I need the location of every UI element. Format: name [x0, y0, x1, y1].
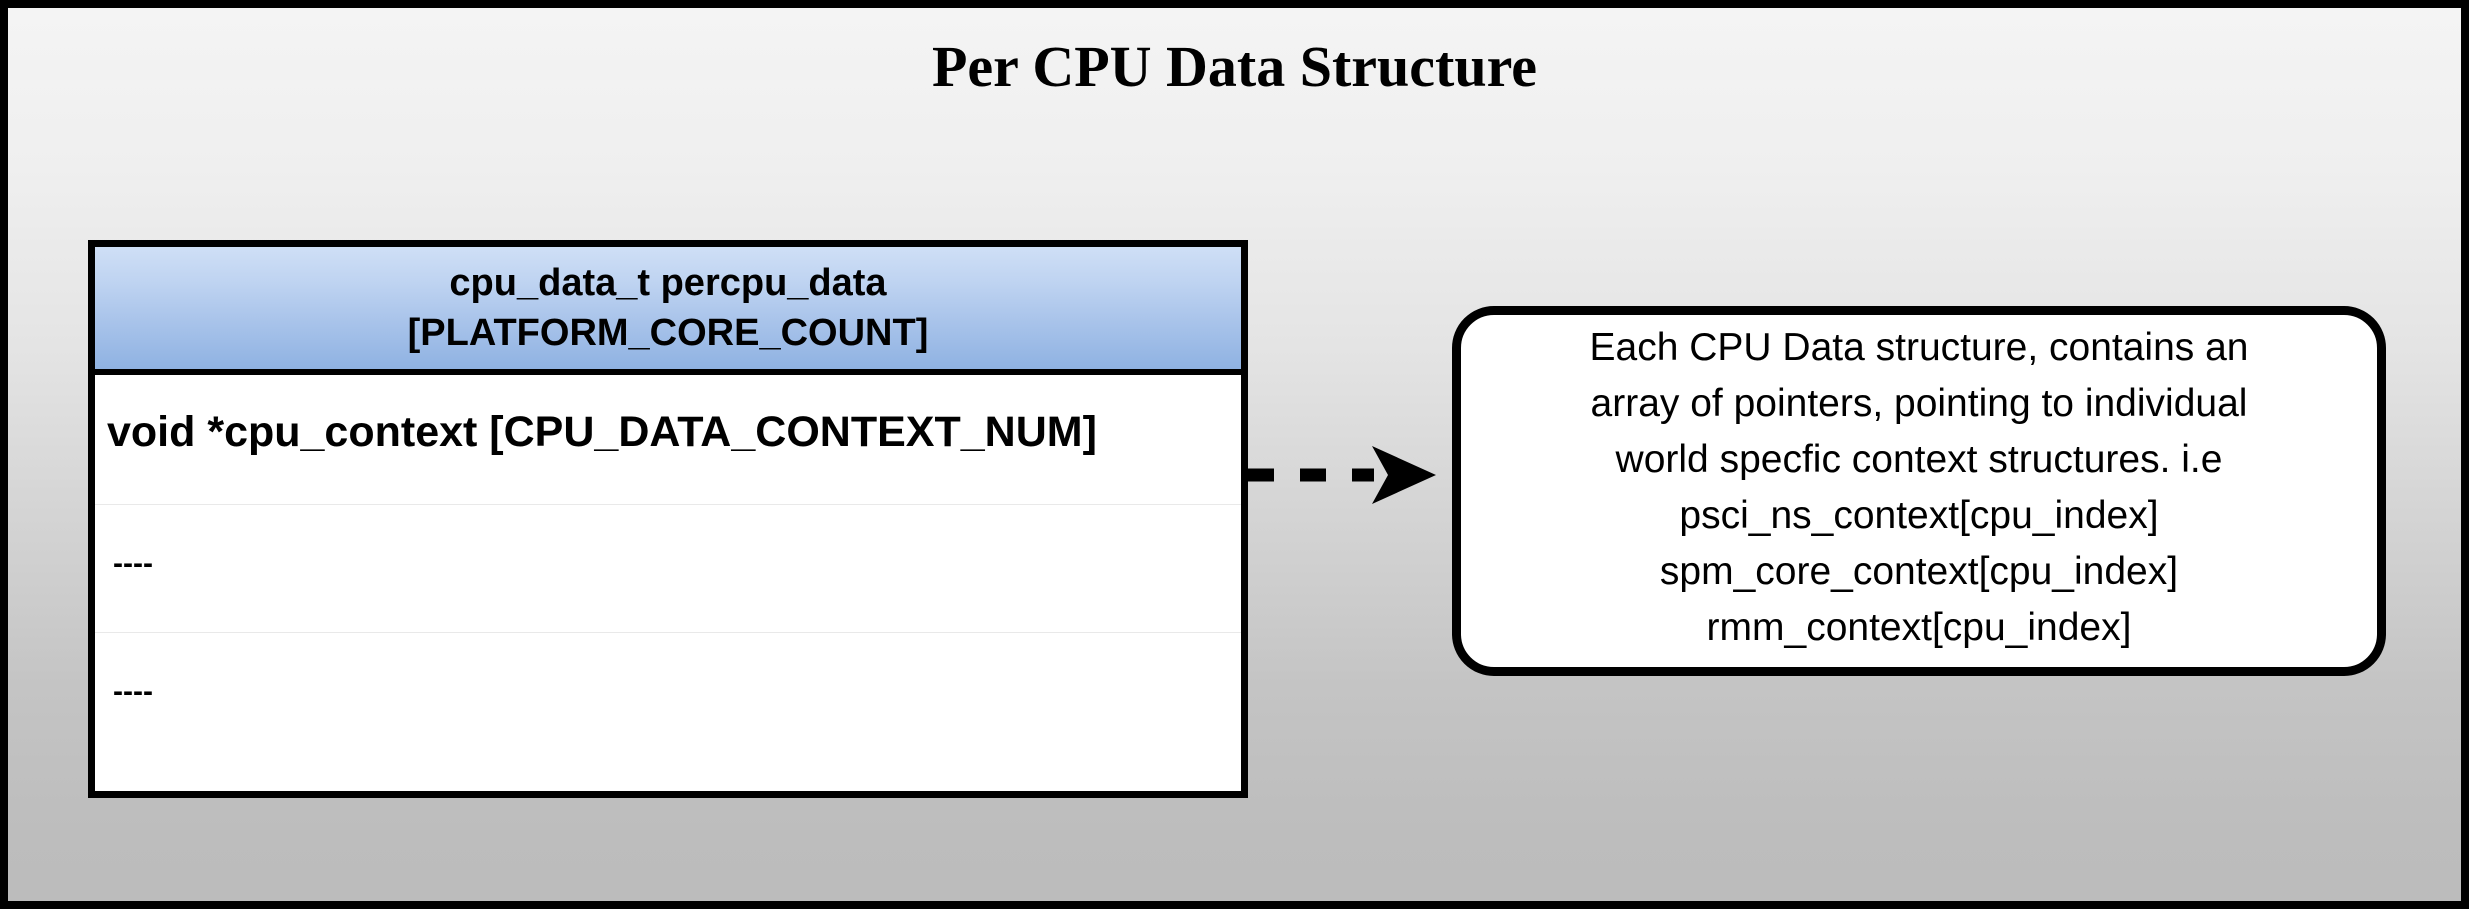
struct-table-header: cpu_data_t percpu_data [PLATFORM_CORE_CO…: [95, 247, 1241, 375]
note-text: Each CPU Data structure, contains an arr…: [1589, 326, 2249, 649]
table-row: void *cpu_context [CPU_DATA_CONTEXT_NUM]: [95, 375, 1241, 505]
note-callout: Each CPU Data structure, contains an arr…: [1452, 306, 2386, 676]
dashed-arrow-icon: [1248, 446, 1436, 504]
struct-table: cpu_data_t percpu_data [PLATFORM_CORE_CO…: [88, 240, 1248, 798]
arrow-head-icon: [1372, 446, 1436, 504]
table-row: ----: [113, 675, 153, 708]
struct-header-line-1: cpu_data_t percpu_data: [449, 262, 887, 304]
struct-header-line-2: [PLATFORM_CORE_COUNT]: [407, 312, 929, 354]
table-row: ----: [95, 505, 1241, 633]
page-title: Per CPU Data Structure: [931, 34, 1538, 99]
